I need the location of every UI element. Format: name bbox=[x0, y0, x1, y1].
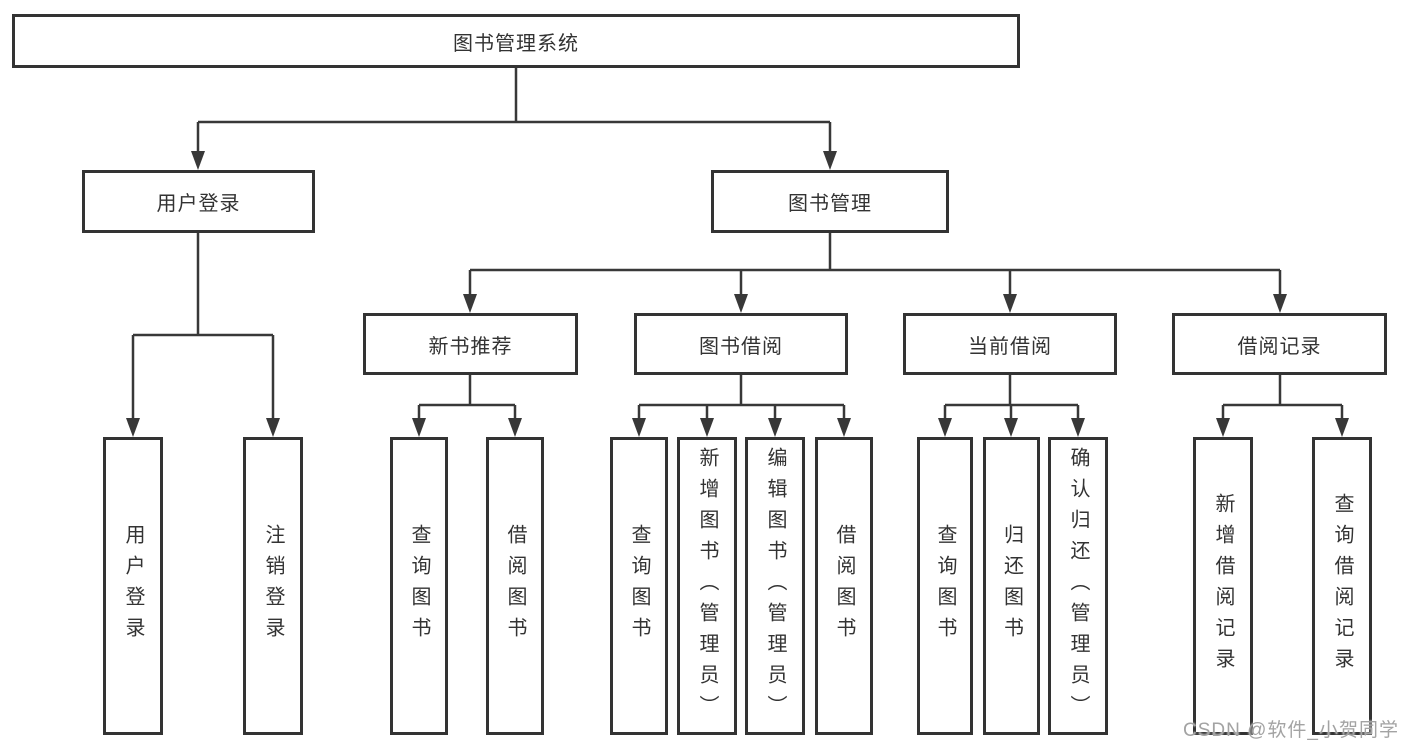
leaf-label: 查询借阅记录 bbox=[1331, 493, 1353, 679]
leaf-add-books-admin: 新增图书（管理员） bbox=[677, 437, 737, 735]
leaf-user-login: 用户登录 bbox=[103, 437, 163, 735]
connector-new-book-children bbox=[417, 375, 517, 420]
node-new-book-recommendation: 新书推荐 bbox=[363, 313, 578, 375]
leaf-edit-books-admin: 编辑图书（管理员） bbox=[745, 437, 805, 735]
leaf-borrow-books-borrowing: 借阅图书 bbox=[815, 437, 873, 735]
connector-book-management-to-level3 bbox=[468, 233, 1282, 296]
arrowheads-level2 bbox=[191, 151, 837, 170]
node-label: 图书管理系统 bbox=[453, 32, 579, 55]
leaf-label: 确认归还（管理员） bbox=[1067, 446, 1089, 726]
leaf-label: 归还图书 bbox=[1000, 524, 1023, 648]
node-borrowing-records: 借阅记录 bbox=[1172, 313, 1387, 375]
node-label: 新书推荐 bbox=[428, 335, 513, 358]
arrowheads-borrow-records-children bbox=[1216, 418, 1349, 437]
leaf-label: 新增图书（管理员） bbox=[696, 446, 718, 726]
arrowheads-user-login-children bbox=[126, 418, 280, 437]
leaf-query-books-recommend: 查询图书 bbox=[390, 437, 448, 735]
watermark-text: CSDN @软件_小贺同学 bbox=[1183, 720, 1399, 741]
node-library-management-system: 图书管理系统 bbox=[12, 14, 1020, 68]
connector-user-login-children bbox=[131, 233, 275, 420]
leaf-logout: 注销登录 bbox=[243, 437, 303, 735]
leaf-confirm-return-admin: 确认归还（管理员） bbox=[1048, 437, 1108, 735]
leaf-query-borrow-record: 查询借阅记录 bbox=[1312, 437, 1372, 735]
leaf-label: 借阅图书 bbox=[833, 524, 855, 648]
arrowheads-current-borrowing-children bbox=[938, 418, 1085, 437]
leaf-label: 查询图书 bbox=[628, 524, 650, 648]
node-label: 图书管理 bbox=[788, 193, 872, 215]
connector-borrow-records-children bbox=[1221, 375, 1344, 420]
leaf-return-books: 归还图书 bbox=[983, 437, 1040, 735]
arrowheads-new-book-children bbox=[412, 418, 522, 437]
arrowheads-level3 bbox=[463, 294, 1287, 313]
node-label: 当前借阅 bbox=[968, 335, 1052, 358]
leaf-label: 查询图书 bbox=[934, 524, 956, 648]
leaf-borrow-books-recommend: 借阅图书 bbox=[486, 437, 544, 735]
leaf-label: 用户登录 bbox=[122, 524, 144, 648]
leaf-label: 新增借阅记录 bbox=[1212, 493, 1234, 679]
node-current-borrowing: 当前借阅 bbox=[903, 313, 1117, 375]
node-label: 用户登录 bbox=[156, 193, 241, 215]
leaf-label: 编辑图书（管理员） bbox=[764, 446, 786, 726]
connector-current-borrowing-children bbox=[943, 375, 1080, 420]
node-label: 图书借阅 bbox=[699, 335, 783, 358]
leaf-query-books-current: 查询图书 bbox=[917, 437, 973, 735]
node-book-borrowing: 图书借阅 bbox=[634, 313, 848, 375]
leaf-label: 注销登录 bbox=[262, 524, 284, 648]
node-book-management: 图书管理 bbox=[711, 170, 949, 233]
leaf-label: 查询图书 bbox=[408, 524, 430, 648]
connector-book-borrowing-children bbox=[637, 375, 846, 420]
node-user-login: 用户登录 bbox=[82, 170, 315, 233]
node-label: 借阅记录 bbox=[1237, 335, 1322, 358]
connector-root-to-level2 bbox=[196, 68, 832, 153]
leaf-add-borrow-record: 新增借阅记录 bbox=[1193, 437, 1253, 735]
leaf-label: 借阅图书 bbox=[504, 524, 526, 648]
arrowheads-book-borrowing-children bbox=[632, 418, 851, 437]
leaf-query-books-borrowing: 查询图书 bbox=[610, 437, 668, 735]
